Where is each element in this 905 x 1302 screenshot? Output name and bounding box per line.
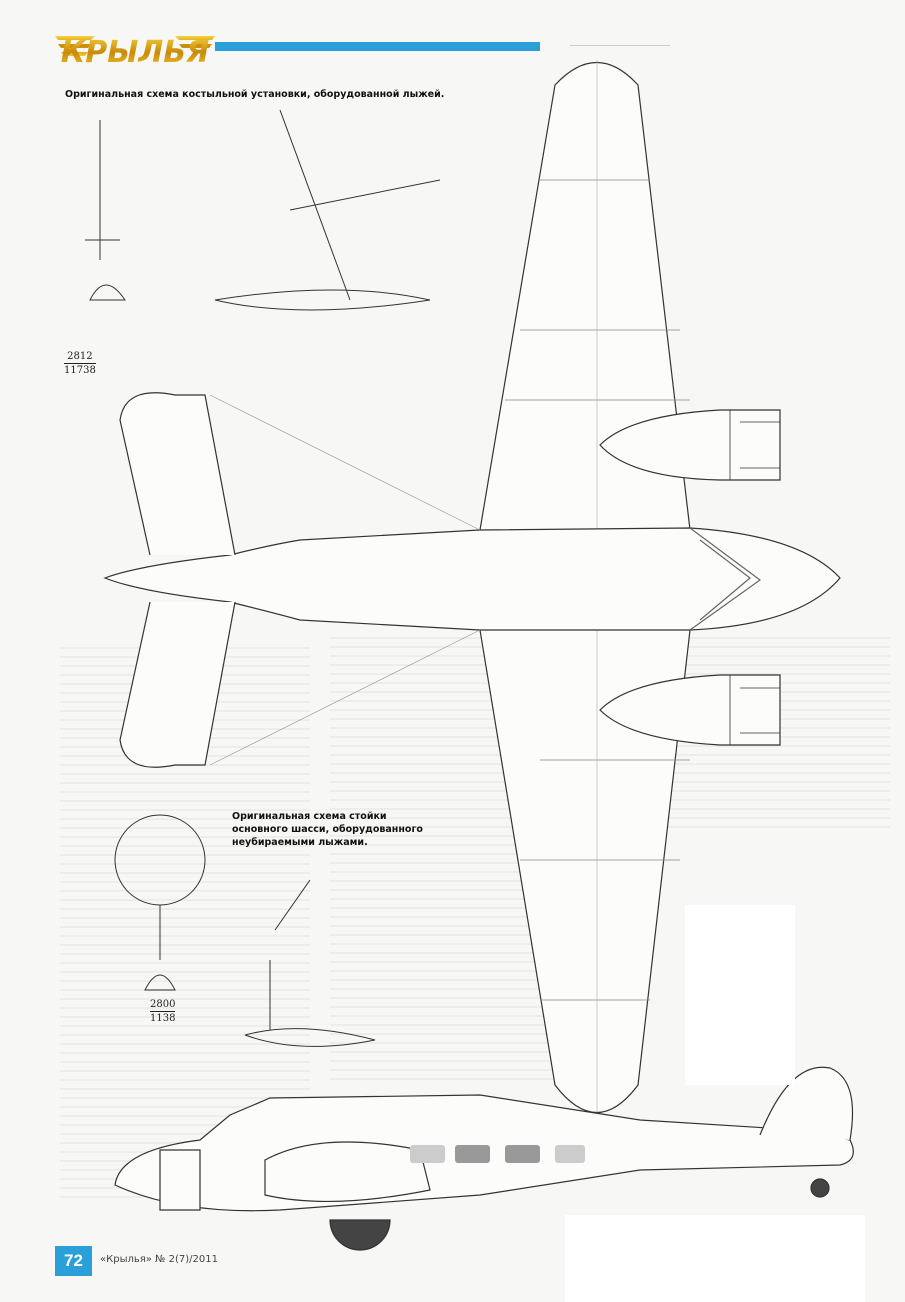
vertical-tail-side [759,1066,853,1141]
engine-nacelle-left [599,409,781,481]
header-rule [570,45,670,46]
gear-detail-circle [114,814,206,906]
tail-ski-caption: Оригинальная схема костыльной установки,… [65,89,445,100]
window [555,1145,585,1163]
handwritten-tail-ref: 2812 11738 [64,350,96,377]
tail-ski-detail [85,109,441,311]
blank-mask [565,1215,865,1302]
window [410,1145,445,1163]
magazine-logo: КРЫЛЬЯ [55,35,215,70]
ski-side-view [329,1219,391,1251]
window [455,1145,490,1163]
window [505,1145,540,1163]
handwritten-numerator: 2812 [64,350,96,364]
svg-text:КРЫЛЬЯ: КРЫЛЬЯ [61,35,209,70]
blank-mask [685,905,795,1085]
handwritten-numerator: 2800 [150,999,176,1012]
tail-wheel [810,1178,830,1198]
main-gear-caption: Оригинальная схема стойки основного шасс… [232,811,423,848]
issue-label: «Крылья» № 2(7)/2011 [100,1254,218,1265]
handwritten-denominator: 1138 [150,1013,176,1024]
handwritten-gear-ref: 2800 1138 [150,998,176,1025]
header-accent-bar [215,42,540,51]
handwritten-denominator: 11738 [64,365,96,376]
main-gear-ski-detail [144,879,376,1047]
engine-side [159,1141,431,1211]
engine-nacelle-right [599,674,781,746]
page-number: 72 [55,1246,92,1276]
horizontal-stabilizer [119,392,236,768]
